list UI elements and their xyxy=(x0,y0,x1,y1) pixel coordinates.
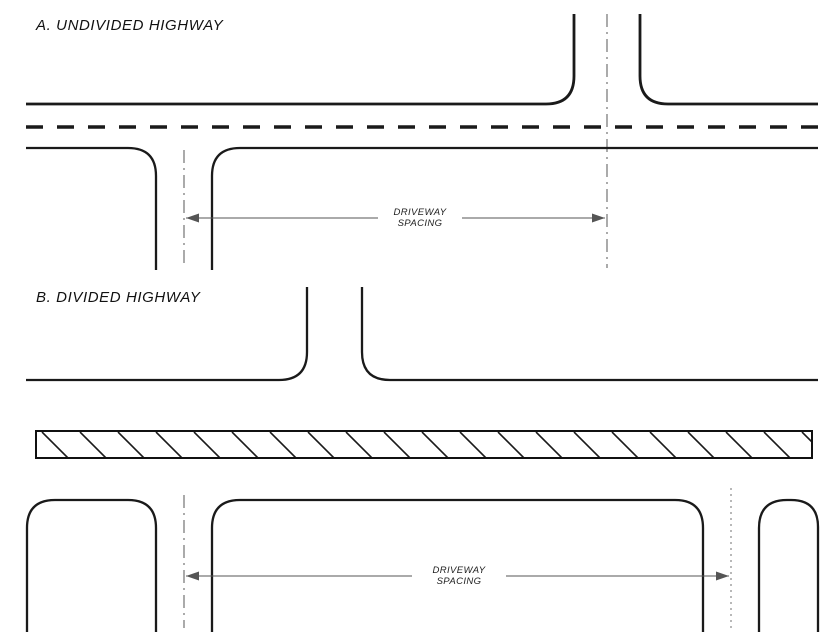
b-median-hatched xyxy=(35,430,813,459)
a-dimension-arrowhead-right xyxy=(592,213,605,223)
b-dimension-driveway-spacing: DRIVEWAY SPACING xyxy=(186,565,729,587)
a-top-road-edge-left xyxy=(26,14,576,106)
b-lower-road-edge-leftstub xyxy=(25,498,158,632)
b-dimension-label-line2: SPACING xyxy=(437,576,482,587)
b-lower-road-edge-middle xyxy=(210,498,705,632)
section-a-title: A. UNDIVIDED HIGHWAY xyxy=(35,17,224,34)
b-upper-road-edge-left xyxy=(26,287,309,382)
section-b-title: B. DIVIDED HIGHWAY xyxy=(36,289,201,306)
b-dimension-label-line1: DRIVEWAY xyxy=(433,565,486,576)
a-dimension-label-line2: SPACING xyxy=(398,218,443,229)
a-dimension-arrowhead-left xyxy=(186,213,199,223)
a-bottom-road-edge-right xyxy=(210,146,818,270)
a-bottom-road-edge-left xyxy=(26,146,158,270)
a-dimension-driveway-spacing: DRIVEWAY SPACING xyxy=(186,207,605,229)
b-lower-road-edge-rightstub xyxy=(757,498,820,632)
b-upper-road-edge-right xyxy=(360,287,818,382)
section-a-undivided-highway: A. UNDIVIDED HIGHWAY DRIVEWAY SPACING xyxy=(26,14,818,270)
b-dimension-arrowhead-right xyxy=(716,571,729,581)
a-top-road-edge-right xyxy=(638,14,818,106)
b-dimension-arrowhead-left xyxy=(186,571,199,581)
section-b-divided-highway: B. DIVIDED HIGHWAY DRIVEWAY SPACING xyxy=(25,287,820,632)
a-dimension-label-line1: DRIVEWAY xyxy=(394,207,447,218)
